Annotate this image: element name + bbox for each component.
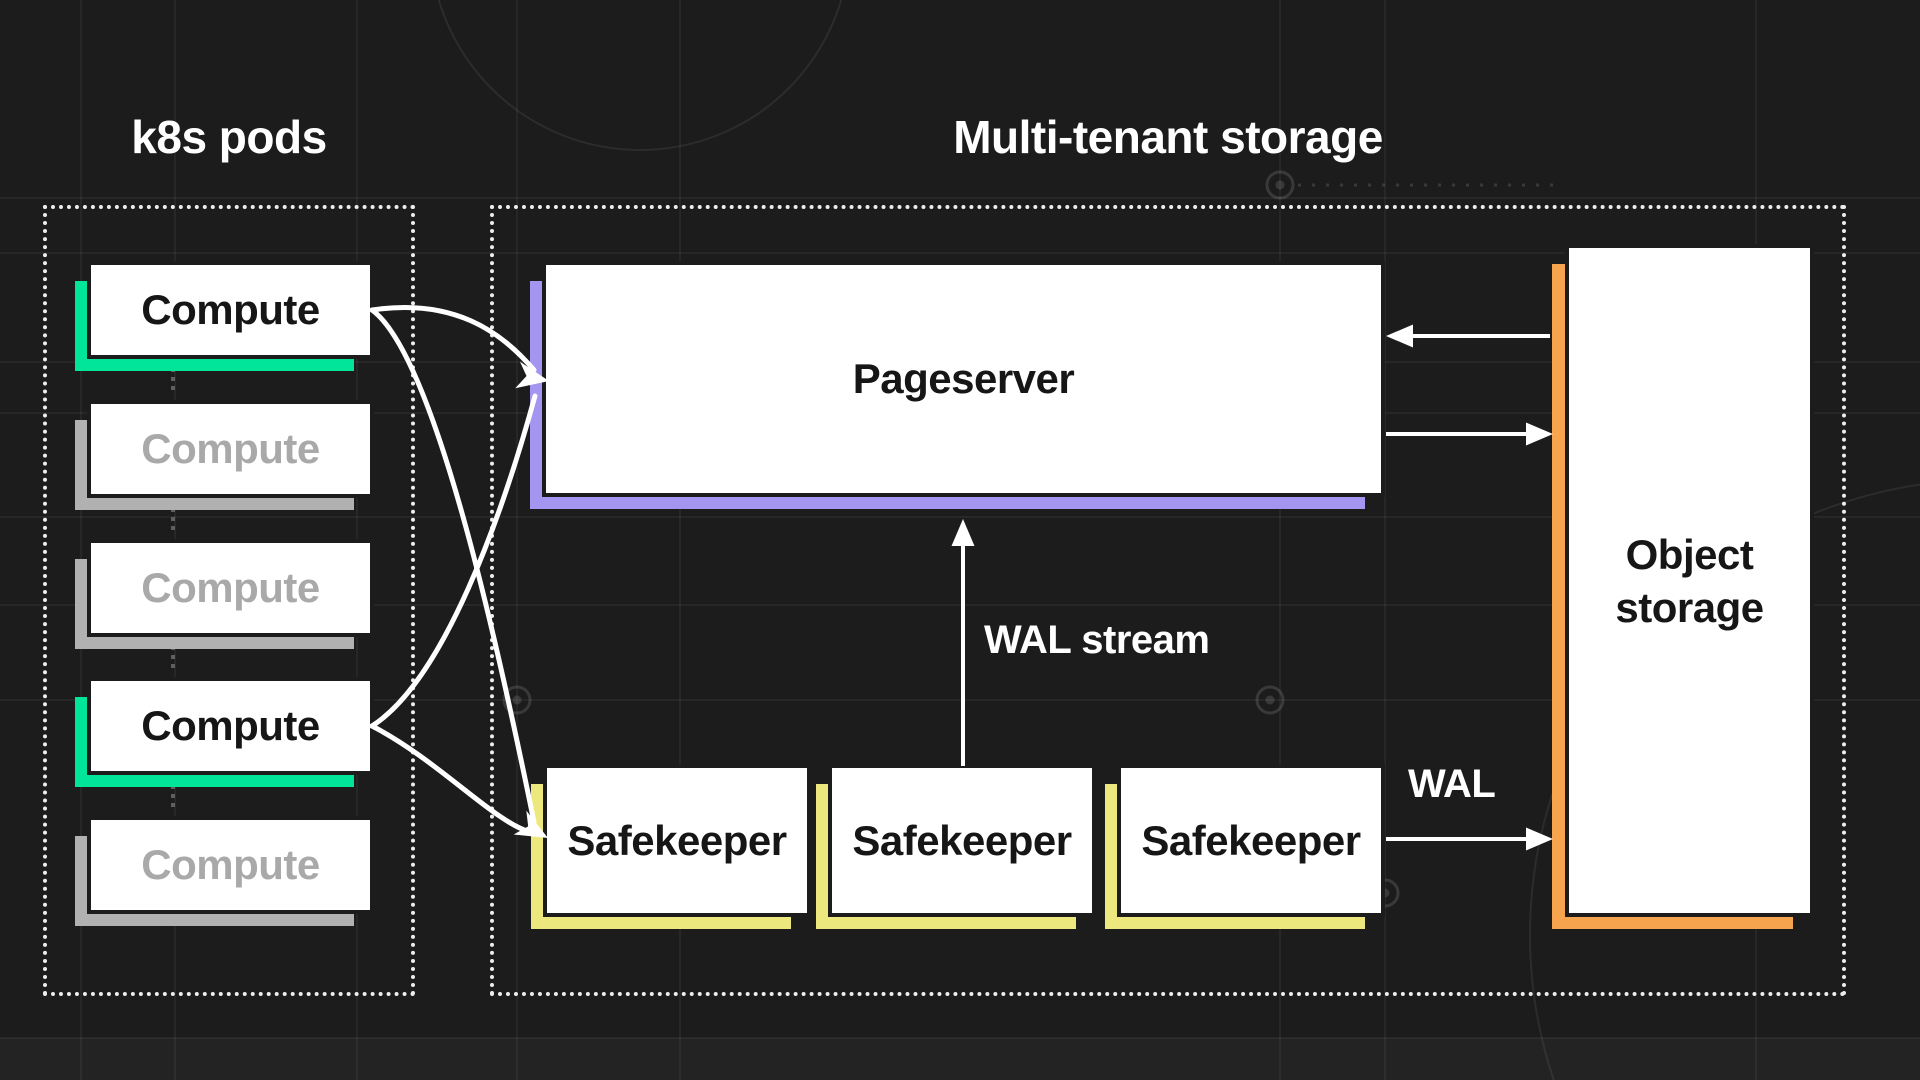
safekeeper-label: Safekeeper	[1121, 768, 1381, 913]
object-storage-node: Object storage	[1552, 248, 1810, 929]
compute-ellipsis	[171, 646, 175, 673]
compute-node-3: Compute	[75, 543, 370, 649]
wal-label: WAL	[1408, 762, 1496, 806]
compute-label: Compute	[91, 820, 370, 910]
pageserver-label: Pageserver	[546, 265, 1381, 493]
object-storage-label: Object storage	[1569, 248, 1810, 913]
compute-label: Compute	[91, 543, 370, 633]
safekeeper-node-2: Safekeeper	[816, 768, 1092, 929]
wal-stream-label: WAL stream	[984, 618, 1210, 662]
compute-label: Compute	[91, 404, 370, 494]
safekeeper-node-3: Safekeeper	[1105, 768, 1381, 929]
k8s-pods-title: k8s pods	[131, 111, 327, 163]
compute-node-2: Compute	[75, 404, 370, 510]
compute-ellipsis	[171, 368, 175, 395]
safekeeper-label: Safekeeper	[832, 768, 1092, 913]
compute-node-4: Compute	[75, 681, 370, 787]
compute-label: Compute	[91, 265, 370, 355]
pageserver-node: Pageserver	[530, 265, 1381, 509]
safekeeper-label: Safekeeper	[547, 768, 807, 913]
bottom-band	[0, 1038, 1920, 1080]
compute-node-5: Compute	[75, 820, 370, 926]
compute-ellipsis	[171, 785, 175, 812]
compute-label: Compute	[91, 681, 370, 771]
compute-ellipsis	[171, 508, 175, 535]
multi-tenant-storage-title: Multi-tenant storage	[953, 111, 1383, 163]
safekeeper-node-1: Safekeeper	[531, 768, 807, 929]
compute-node-1: Compute	[75, 265, 370, 371]
